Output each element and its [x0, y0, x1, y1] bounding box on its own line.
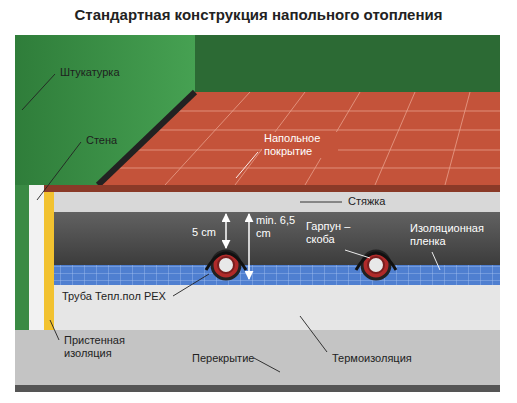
- slab-bottom: [15, 385, 500, 392]
- edge-insulation: [44, 192, 54, 330]
- part-label: Пристенная изоляция: [62, 334, 142, 360]
- leader-lines: [22, 74, 440, 372]
- part-label: Труба Тепл.пол PEX: [60, 290, 168, 303]
- part-label: Напольное покрытие: [262, 132, 338, 158]
- insulation-film: [54, 265, 500, 285]
- wall-section: [29, 185, 44, 330]
- part-label: Перекрытие: [190, 352, 256, 365]
- part-label: Гарпун –скоба: [304, 220, 360, 246]
- heating-pipes: [206, 251, 396, 279]
- back-wall: [195, 35, 500, 92]
- part-label: Изоляционная пленка: [408, 222, 496, 248]
- part-label: Стена: [84, 134, 119, 147]
- part-label: 5 cm: [190, 226, 218, 239]
- screed-top: [54, 192, 500, 212]
- part-label: Стяжка: [346, 195, 387, 208]
- part-label: min. 6,5 cm: [254, 214, 302, 240]
- part-label: Штукатурка: [58, 66, 122, 79]
- dimension-arrow: [248, 214, 250, 279]
- tile-edge: [44, 185, 500, 192]
- plaster: [15, 185, 29, 330]
- part-label: Термоизоляция: [330, 352, 414, 365]
- floor-tiles: [98, 92, 500, 185]
- tile-joints: [116, 92, 500, 185]
- slab: [15, 330, 500, 385]
- thermal-insulation: [54, 285, 500, 330]
- dimension-arrow: [225, 214, 227, 248]
- diagram-title: Стандартная конструкция напольного отопл…: [0, 6, 517, 23]
